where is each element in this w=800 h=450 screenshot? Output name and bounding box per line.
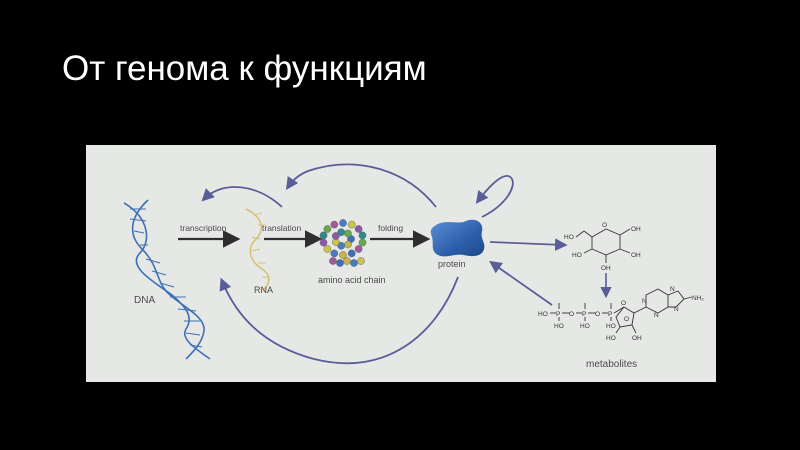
atp-structure-icon (550, 288, 693, 334)
amino-acid-bead (347, 220, 356, 229)
glucose-atom: HO (572, 252, 582, 259)
atp-atom: P (608, 311, 612, 318)
glucose-atom: OH (601, 265, 611, 272)
amino-acid-bead (354, 225, 363, 233)
amino-acid-bead (330, 249, 339, 258)
translation-label: translation (262, 223, 301, 233)
atp-atom: HO (554, 323, 564, 330)
glucose-atom: O (602, 222, 607, 229)
atp-atom: N (670, 286, 675, 293)
dna-label: DNA (134, 295, 155, 306)
amino-acid-bead (323, 245, 332, 253)
atp-atom: P (556, 311, 560, 318)
amino-acid-bead (331, 232, 340, 240)
atp-atom: N (642, 298, 647, 305)
transcription-label: transcription (180, 223, 227, 233)
amino-acid-bead (357, 257, 365, 265)
atp-atom: N (674, 306, 679, 313)
glucose-atom: OH (631, 252, 641, 259)
amino-acid-chain-label: amino acid chain (318, 275, 386, 285)
atp-atom: O (569, 311, 574, 318)
diagram-background (86, 145, 716, 382)
glucose-atom: HO (564, 234, 574, 241)
atp-atom: N (654, 312, 659, 319)
amino-acid-bead (319, 238, 328, 247)
amino-acid-bead (330, 220, 339, 229)
amino-acid-bead (344, 240, 352, 249)
amino-acid-bead (339, 251, 347, 259)
amino-acid-bead (336, 259, 344, 267)
metabolites-to-protein-arrow (489, 260, 553, 306)
amino-acid-bead (337, 242, 345, 250)
amino-acid-bead (339, 219, 347, 227)
rna-to-dna-feedback-arrow (201, 186, 283, 208)
atp-atom: HO (606, 335, 616, 342)
glucose-structure-icon (575, 228, 631, 263)
atp-atom: HO (606, 323, 616, 330)
atp-atom: P (582, 311, 586, 318)
amino-acid-bead (358, 238, 367, 247)
atp-atom: O (595, 311, 600, 318)
amino-acid-bead (350, 259, 358, 267)
atp-atom: HO (580, 323, 590, 330)
atp-atom: OH (632, 335, 642, 342)
dna-helix-icon (123, 199, 211, 360)
diagram-svg: DNA transcription RNA translation amino … (86, 145, 716, 382)
protein-to-metabolites-arrow (489, 238, 568, 251)
protein-icon (430, 219, 485, 257)
folding-label: folding (378, 223, 403, 233)
amino-acid-bead (319, 231, 328, 240)
atp-atom: O (624, 316, 629, 323)
metabolites-label: metabolites (586, 359, 637, 370)
rna-strand-icon (245, 208, 270, 292)
atp-atom: NH₂ (692, 295, 704, 302)
protein-to-rna-feedback-arrow (286, 163, 437, 208)
protein-label: protein (438, 259, 466, 269)
amino-acid-bead (337, 228, 345, 236)
amino-acid-chain-icon (319, 219, 367, 267)
rna-label: RNA (254, 285, 273, 295)
amino-acid-bead (343, 257, 351, 265)
genome-to-function-diagram: DNA transcription RNA translation amino … (86, 145, 716, 382)
amino-acid-bead (344, 229, 352, 238)
amino-acid-bead (347, 249, 356, 258)
amino-acid-bead (329, 257, 337, 265)
atp-atom: HO (538, 311, 548, 318)
protein-to-dna-feedback-arrow (219, 276, 459, 365)
slide-title: От генома к функциям (62, 49, 427, 88)
glucose-atom: OH (631, 226, 641, 233)
amino-acid-bead (358, 231, 367, 240)
amino-acid-bead (323, 225, 332, 233)
amino-acid-bead (354, 245, 363, 253)
atp-atom: O (621, 300, 626, 307)
protein-self-regulation-arrow (475, 175, 514, 218)
